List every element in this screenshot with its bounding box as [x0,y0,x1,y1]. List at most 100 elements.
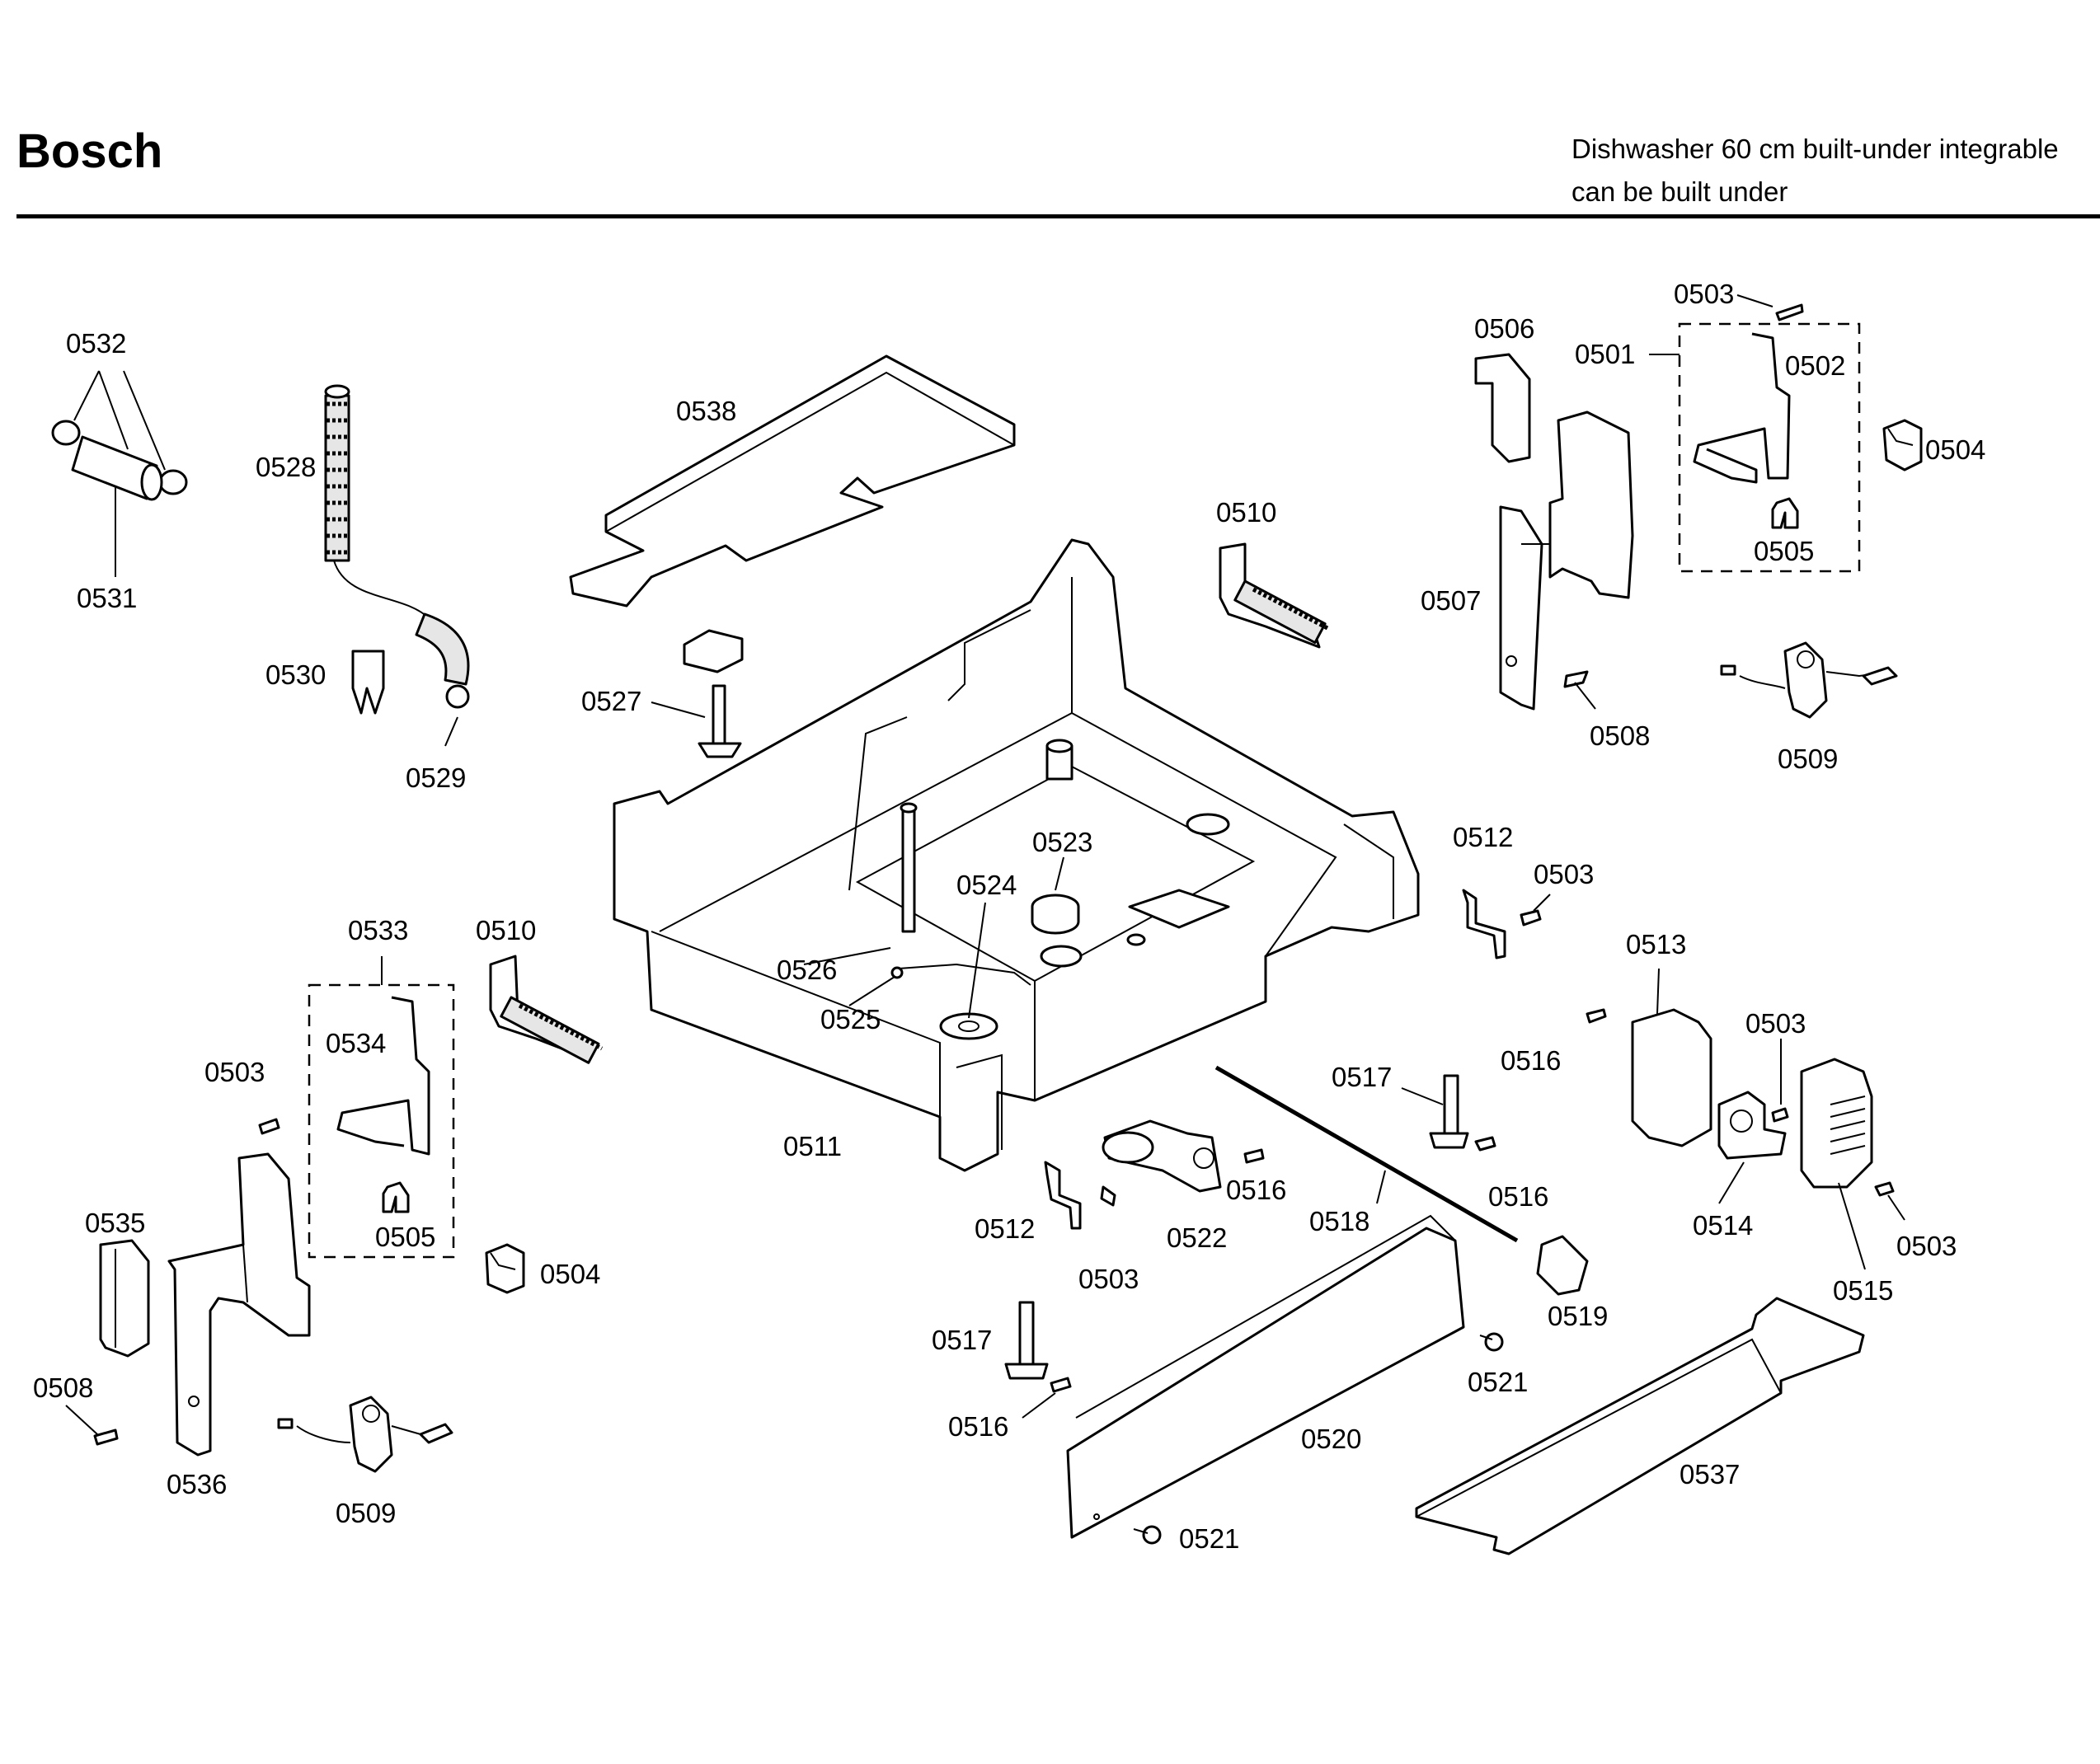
part-0507-side-bracket [1499,411,1634,711]
part-0525-nipple [890,966,904,979]
label-0504-bottom: 0504 [540,1259,600,1289]
label-0532: 0532 [66,328,126,359]
label-0531: 0531 [77,583,137,613]
part-0518-rod [1214,1065,1519,1243]
label-0517-center: 0517 [932,1325,992,1355]
part-0513-cover [1631,968,1712,1147]
label-0537: 0537 [1680,1459,1740,1490]
part-0510-hinge-spring-right [1219,542,1329,649]
part-0503-screw-left [258,1118,280,1135]
label-0516-valve: 0516 [1226,1175,1286,1205]
part-0538-insulation-panel [569,354,1016,608]
label-0501: 0501 [1575,339,1635,369]
leader-0525 [848,976,895,1006]
part-0536-side-bracket [167,1152,311,1457]
label-0526: 0526 [777,955,837,985]
part-0510-hinge-spring-left [489,955,604,1064]
part-0527-foot [651,629,744,758]
part-0517-foot-right [1401,1074,1469,1149]
label-0514: 0514 [1693,1210,1753,1241]
label-0527: 0527 [581,686,641,716]
part-0521-screw-upper [1479,1332,1504,1352]
label-0505-bottom: 0505 [375,1222,435,1252]
label-0516-center: 0516 [1488,1181,1548,1212]
label-0535: 0535 [85,1208,145,1238]
label-0508-left: 0508 [33,1372,93,1403]
part-0522-valve [1102,1119,1222,1193]
part-0506-bracket [1474,353,1531,463]
part-0512-bracket-center [1044,1161,1082,1230]
header-divider [16,214,2100,218]
part-0511-base-tub [613,538,1420,1172]
part-0505-clip-bottom [382,1181,410,1213]
model-description: Dishwasher 60 cm built-under integrable … [1571,128,2059,213]
part-0509-door-lock-bottom [277,1396,453,1473]
label-0516-right: 0516 [1501,1045,1561,1076]
assembly-box-0501 [1678,322,1861,573]
part-0503-screw-center [1100,1185,1116,1207]
label-0517-right: 0517 [1332,1062,1392,1092]
part-0502-hinge-plate [1693,332,1791,484]
part-0516-screw-lower [1022,1377,1072,1419]
part-0512-bracket-right [1462,889,1506,959]
label-0521-upper: 0521 [1468,1367,1528,1397]
label-0529: 0529 [406,762,466,793]
label-0512-center: 0512 [975,1213,1035,1244]
part-0505-clip-top [1771,497,1799,529]
part-0503-screw-lower [1874,1181,1905,1221]
part-0503-screw-mid [1771,1039,1789,1123]
label-0510-right: 0510 [1216,497,1276,528]
label-0504-top: 0504 [1925,434,1985,465]
part-0521-screw-lower [1133,1525,1162,1545]
label-0512-right: 0512 [1453,822,1513,852]
part-0520-plinth-front [1066,1214,1465,1539]
part-0508-screw-right [1563,670,1596,710]
part-0524-sensor-disc [898,902,1031,1040]
part-0516-screw-valve [1243,1148,1265,1164]
part-0530-clip [351,650,385,715]
label-0521-lower: 0521 [1179,1523,1239,1554]
label-0533: 0533 [348,915,408,945]
label-0506: 0506 [1474,313,1534,344]
label-0502: 0502 [1785,350,1845,381]
part-0514-bracket [1717,1091,1787,1204]
part-0537-insulation-bottom [1415,1297,1865,1555]
part-0504-clip-top [1882,419,1923,471]
label-0522: 0522 [1167,1222,1227,1253]
label-0516-lower: 0516 [948,1411,1008,1442]
label-0513: 0513 [1626,929,1686,959]
label-0503-lower: 0503 [1896,1231,1957,1261]
part-0534-hinge-plate [336,996,430,1156]
label-0503-top: 0503 [1674,279,1734,309]
label-0518: 0518 [1309,1206,1369,1236]
part-0528-drain-hose-spring [324,384,470,709]
label-0509-top: 0509 [1778,744,1838,774]
part-0503-screw-right [1520,894,1551,927]
label-0503-mid: 0503 [1745,1008,1806,1039]
label-0519: 0519 [1548,1301,1608,1331]
part-0504-clip-bottom [485,1243,525,1294]
label-0507: 0507 [1421,585,1481,616]
description-line-1: Dishwasher 60 cm built-under integrable [1571,134,2059,164]
part-0503-screw-top [1736,294,1804,321]
label-0524: 0524 [956,870,1017,900]
brand-title: Bosch [16,124,163,178]
part-0535-side-cover [99,1239,150,1358]
part-0517-foot-center [1004,1301,1049,1380]
part-0516-screw-right [1586,1008,1607,1024]
part-0523-impeller [1031,856,1083,968]
label-0509-bottom: 0509 [336,1498,396,1528]
label-0511: 0511 [783,1131,842,1161]
label-0538: 0538 [676,396,736,426]
label-0505-top: 0505 [1754,536,1814,566]
description-line-2: can be built under [1571,176,1788,207]
label-0528: 0528 [256,452,316,482]
part-0508-screw-left [65,1405,119,1446]
label-0510-left: 0510 [476,915,536,945]
label-0503-center: 0503 [1078,1264,1139,1294]
part-0519-knob [1536,1235,1589,1296]
leader-0529 [444,716,458,747]
label-0508-right: 0508 [1590,720,1650,751]
part-0515-front-cover [1800,1058,1873,1270]
